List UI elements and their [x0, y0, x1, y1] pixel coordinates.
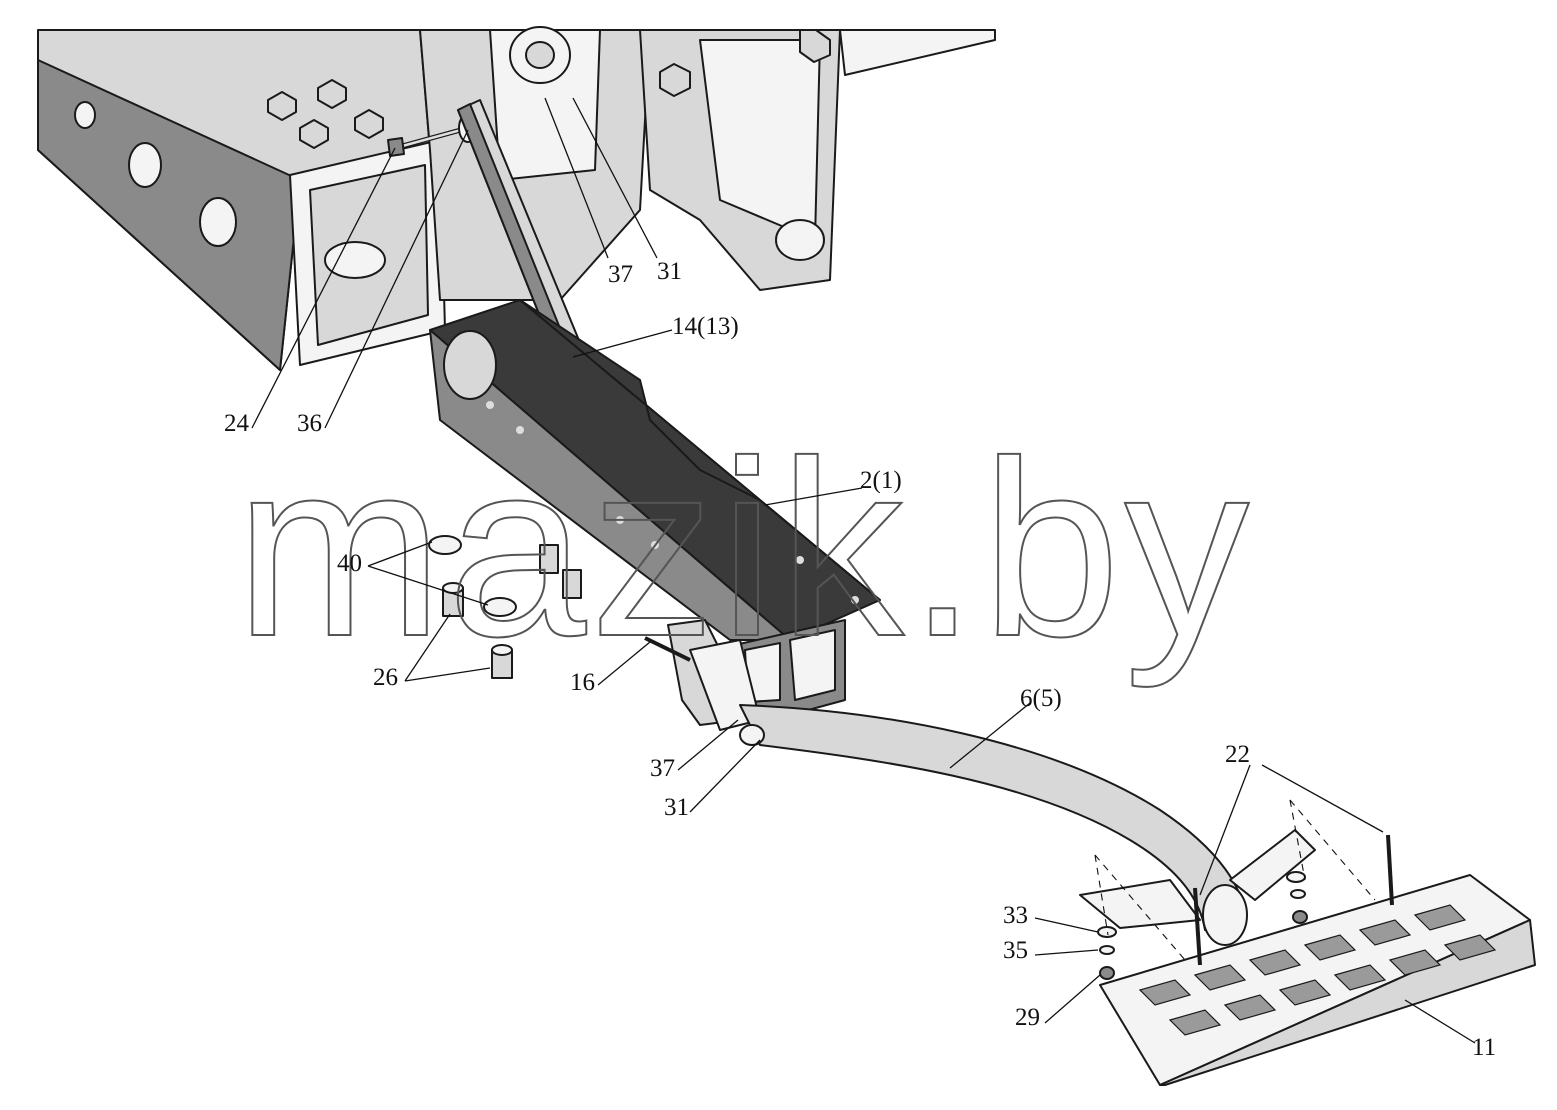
callout-35: 35 — [1003, 937, 1028, 964]
callout-37-top: 37 — [608, 261, 633, 288]
callout-26: 26 — [373, 664, 398, 691]
callout-14-13: 14(13) — [672, 313, 739, 340]
callout-29: 29 — [1015, 1004, 1040, 1031]
callout-16: 16 — [570, 669, 595, 696]
callout-31-top: 31 — [657, 258, 682, 285]
callout-labels: 37 31 14(13) 24 36 2(1) 40 26 16 6(5) 37… — [224, 258, 1496, 1061]
bent-tube — [739, 704, 1248, 946]
callout-33: 33 — [1003, 902, 1028, 929]
assembly-guides — [1094, 799, 1376, 961]
callout-6-5: 6(5) — [1020, 685, 1062, 712]
frame-rail — [37, 29, 446, 371]
callout-40: 40 — [337, 550, 362, 577]
step-plate — [1099, 874, 1536, 1086]
channel-bracket — [429, 299, 881, 716]
mounting-bracket — [419, 26, 996, 301]
leader-lines — [251, 97, 1476, 1044]
loose-fasteners — [428, 535, 1394, 980]
callout-24: 24 — [224, 410, 250, 437]
callout-36: 36 — [297, 410, 322, 437]
watermark-text: mazik.by — [235, 409, 1253, 688]
callout-37-low: 37 — [650, 755, 675, 782]
callout-11: 11 — [1472, 1034, 1496, 1061]
callout-22: 22 — [1225, 741, 1250, 768]
callout-2-1: 2(1) — [860, 467, 902, 494]
step-bracket — [1079, 829, 1316, 929]
callout-31-low: 31 — [664, 794, 689, 821]
